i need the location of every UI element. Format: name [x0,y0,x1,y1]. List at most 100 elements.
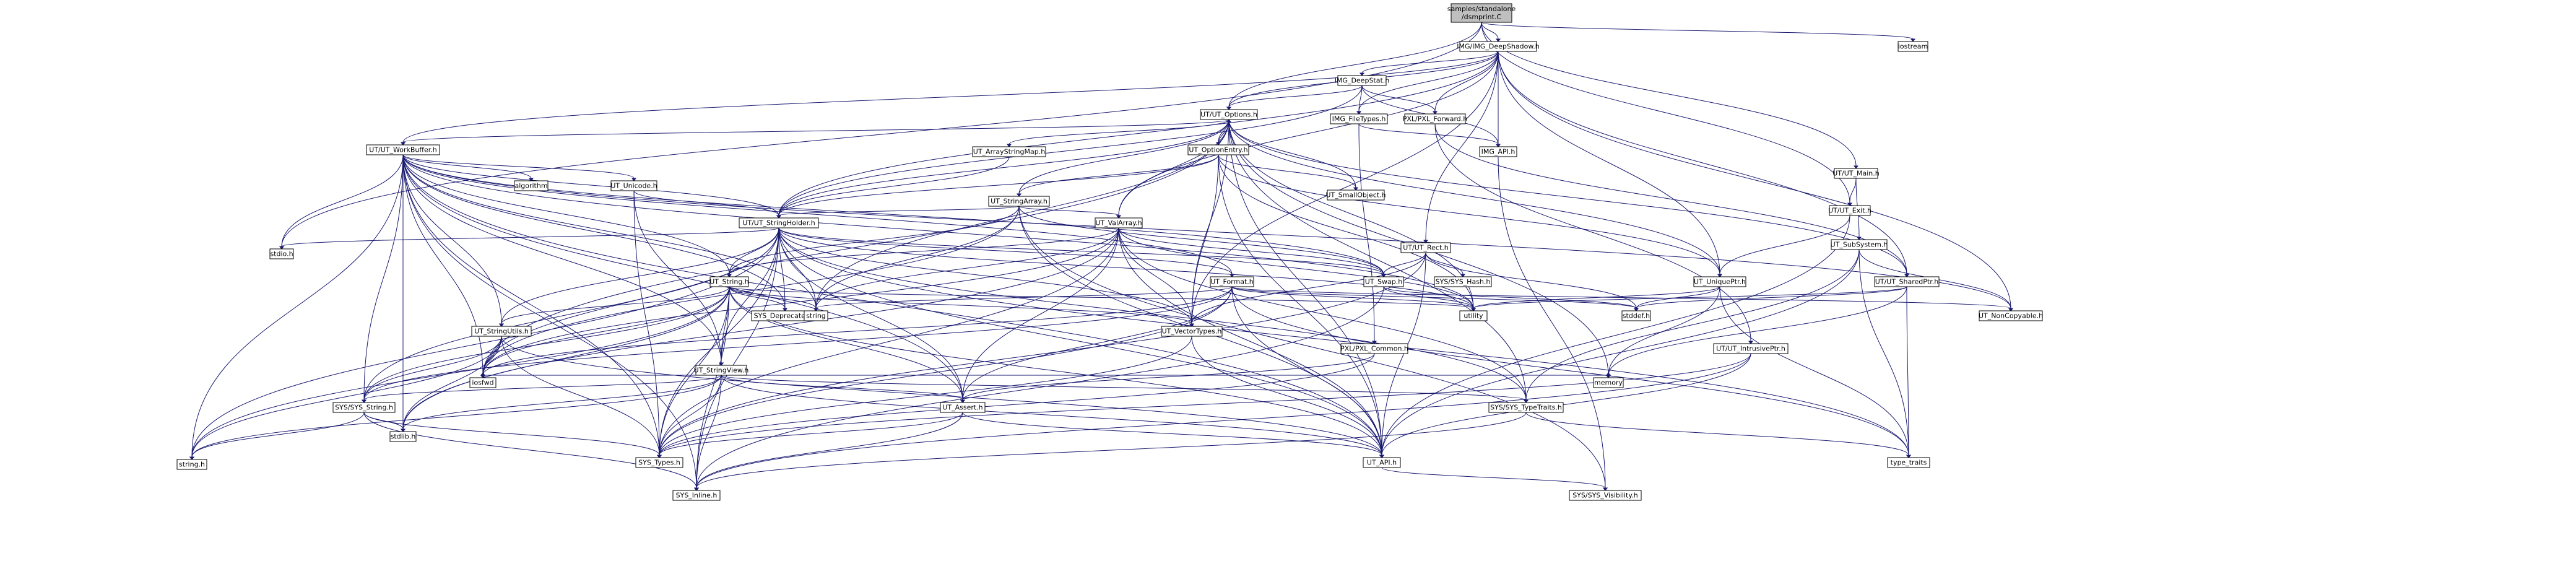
node-string[interactable]: string [804,310,828,321]
node-label-ut_api: UT_API.h [1367,459,1397,467]
edge-ut_swap-to-utility [1383,286,1476,311]
node-pxl_forward[interactable]: PXL/PXL_Forward.h [1403,113,1468,124]
edge-ut_string-to-string_h [189,286,730,460]
node-ut_stringholder[interactable]: UT/UT_StringHolder.h [739,217,819,228]
node-ut_exit[interactable]: UT/UT_Exit.h [1828,205,1871,216]
edge-ut_stringview-to-ut_assert [721,375,965,403]
edge-root-to-iostream [1481,22,1915,42]
node-ut_stringarray[interactable]: UT_StringArray.h [988,196,1050,207]
node-img_deepstat[interactable]: IMG_DeepStat.h [1335,75,1390,86]
node-img_filetypes[interactable]: IMG_FileTypes.h [1330,113,1388,124]
edge-ut_optionentry-to-ut_uniqueptr [1218,154,1722,277]
node-pxl_common[interactable]: PXL/PXL_Common.h [1340,343,1408,354]
node-ut_stringview[interactable]: UT_StringView.h [694,365,749,376]
node-root[interactable]: samples/standalone/dsmprint.C [1447,3,1516,23]
edge-ut_format-to-utility [1231,286,1476,311]
node-label-ut_unicode: UT_Unicode.h [610,182,657,190]
node-label-stdlib: stdlib.h [391,433,416,441]
node-label-ut_string: UT_String.h [709,278,749,286]
node-ut_rect[interactable]: UT/UT_Rect.h [1400,242,1451,253]
node-ut_arraystringmap[interactable]: UT_ArrayStringMap.h [972,146,1046,157]
edge-ut_sharedptr-to-type_traits [1906,286,1911,458]
edge-ut_workbuffer-to-ut_stringutils [402,154,504,327]
node-sys_inline[interactable]: SYS_Inline.h [672,490,721,501]
node-label-sys_string: SYS/SYS_String.h [335,404,393,412]
node-img_api[interactable]: IMG_API.h [1479,146,1517,157]
node-ut_options[interactable]: UT/UT_Options.h [1200,109,1258,120]
node-ut_smallobject[interactable]: UT_SmallObject.h [1325,189,1386,201]
node-ut_workbuffer[interactable]: UT/UT_WorkBuffer.h [366,144,440,155]
node-iosfwd[interactable]: iosfwd [469,377,497,388]
node-sys_hash[interactable]: SYS/SYS_Hash.h [1434,276,1492,287]
node-label-iostream: iostream [1898,43,1928,51]
edge-ut_unicode-to-ut_stringholder [633,190,781,219]
edge-ut_main-to-ut_exit [1847,178,1857,206]
node-label-ut_workbuffer: UT/UT_WorkBuffer.h [369,146,436,154]
node-algorithm[interactable]: algorithm [514,180,549,191]
node-ut_optionentry[interactable]: UT_OptionEntry.h [1187,144,1249,155]
node-stddef[interactable]: stddef.h [1621,310,1651,321]
node-label-sys_inline: SYS_Inline.h [676,492,718,500]
edge-img_deep-to-ut_workbuffer [401,51,1499,146]
node-ut_main[interactable]: UT/UT_Main.h [1832,168,1880,179]
node-sys_types[interactable]: SYS_Types.h [635,457,683,468]
edge-ut_assert-to-ut_api [962,412,1384,458]
edge-ut_valarray-to-iosfwd [480,227,1119,378]
node-ut_unicode[interactable]: UT_Unicode.h [610,180,657,191]
node-memory[interactable]: memory [1593,377,1624,388]
edge-layer [189,22,2013,491]
node-label-ut_stringarray: UT_StringArray.h [991,198,1047,206]
edge-ut_string-to-sys_deprecated [729,286,787,311]
node-label-ut_optionentry: UT_OptionEntry.h [1189,146,1247,154]
node-sys_visibility[interactable]: SYS/SYS_Visibility.h [1569,490,1642,501]
node-sys_string[interactable]: SYS/SYS_String.h [332,402,396,413]
node-label-ut_arraystringmap: UT_ArrayStringMap.h [973,148,1045,156]
node-stdio[interactable]: stdio.h [269,248,294,259]
node-ut_intrusiveptr[interactable]: UT/UT_IntrusivePtr.h [1713,343,1789,354]
node-ut_valarray[interactable]: UT_ValArray.h [1095,217,1143,228]
node-ut_swap[interactable]: UT_Swap.h [1363,276,1404,287]
edge-ut_intrusiveptr-to-sys_types [657,353,1751,458]
node-label-type_traits: type_traits [1891,459,1927,467]
node-string_h[interactable]: string.h [176,459,207,470]
node-ut_string[interactable]: UT_String.h [709,276,749,287]
node-sys_deprecated[interactable]: SYS_Deprecated.h [751,310,819,321]
node-label-ut_sharedptr: UT/UT_SharedPtr.h [1875,278,1938,286]
edge-img_deepstat-to-ut_options [1226,85,1363,110]
edge-ut_stringview-to-memory [721,372,1611,376]
node-label-iosfwd: iosfwd [472,379,493,387]
node-label-ut_smallobject: UT_SmallObject.h [1325,191,1386,199]
edge-img_filetypes-to-img_api [1358,123,1501,147]
node-type_traits[interactable]: type_traits [1887,457,1930,468]
node-utility[interactable]: utility [1459,310,1488,321]
node-label-memory: memory [1594,379,1623,387]
node-label-ut_noncopyable: UT_NonCopyable.h [1979,312,2043,320]
node-stdlib[interactable]: stdlib.h [389,431,417,442]
node-ut_api[interactable]: UT_API.h [1363,457,1401,468]
node-ut_noncopyable[interactable]: UT_NonCopyable.h [1979,310,2043,321]
edge-sys_string-to-stdlib [363,412,405,432]
node-ut_uniqueptr[interactable]: UT_UniquePtr.h [1693,276,1746,287]
edge-img_api-to-sys_visibility [1498,156,1608,491]
node-label-algorithm: algorithm [514,182,547,190]
node-label-root-line0: samples/standalone [1447,5,1516,13]
node-ut_assert[interactable]: UT_Assert.h [940,402,986,413]
edge-ut_format-to-type_traits [1231,286,1911,458]
edge-ut_uniqueptr-to-type_traits [1719,286,1911,458]
edge-img_deep-to-img_deepstat [1360,51,1499,76]
node-ut_vectortypes[interactable]: UT_VectorTypes.h [1161,326,1223,337]
node-ut_subsystem[interactable]: UT_SubSystem.h [1831,239,1888,250]
node-iostream[interactable]: iostream [1897,41,1928,52]
edge-ut_string-to-ut_vectortypes [729,286,1194,327]
node-label-ut_swap: UT_Swap.h [1365,278,1402,286]
edge-ut_api-to-sys_visibility [1381,467,1608,491]
node-ut_stringutils[interactable]: UT_StringUtils.h [471,326,532,337]
edge-ut_assert-to-sys_types [657,412,963,458]
node-label-img_deepstat: IMG_DeepStat.h [1335,77,1390,85]
node-img_deep[interactable]: IMG/IMG_DeepShadow.h [1457,41,1540,52]
node-sys_typetraits[interactable]: SYS/SYS_TypeTraits.h [1488,402,1564,413]
node-ut_sharedptr[interactable]: UT/UT_SharedPtr.h [1874,276,1940,287]
edge-root-to-ut_options [1226,22,1482,110]
edge-root-to-img_deep [1481,22,1501,42]
node-ut_format[interactable]: UT_Format.h [1210,276,1254,287]
